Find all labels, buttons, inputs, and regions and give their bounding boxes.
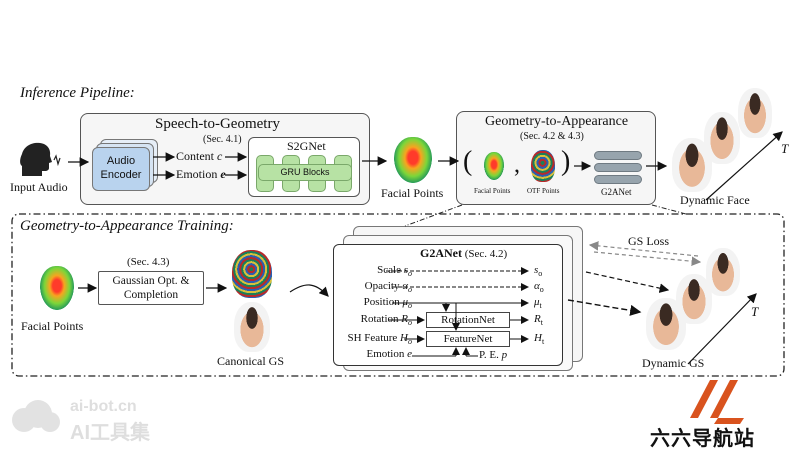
facial-points-label: Facial Points xyxy=(381,186,444,200)
otf-points-image xyxy=(531,150,555,182)
g2anet-row-input-2: Position μo xyxy=(363,296,412,311)
facial-points-small-label: Facial Points xyxy=(474,187,511,195)
audio-encoder-line2: Encoder xyxy=(100,169,142,181)
canonical-gs-face-image xyxy=(234,302,270,352)
g2anet-row-output-1: αo xyxy=(534,280,544,295)
dynamic-face-frame-3 xyxy=(738,88,772,138)
time-axis-label-inference: T xyxy=(781,141,789,156)
g2anet-slab-1 xyxy=(594,151,642,160)
sec-43-label: (Sec. 4.3) xyxy=(127,256,170,268)
sec-42-43-label: (Sec. 4.2 & 4.3) xyxy=(520,131,584,142)
s2gnet-title: S2GNet xyxy=(287,139,326,153)
training-section-frame xyxy=(11,213,785,377)
inference-pipeline-title: Inference Pipeline: xyxy=(20,85,135,101)
g2anet-row-output-2: μt xyxy=(534,296,542,311)
training-facial-points-label: Facial Points xyxy=(21,319,84,333)
link-g2a-to-training xyxy=(404,204,463,227)
link-g2a-to-training-right xyxy=(651,204,687,215)
watermark-cloud-icon xyxy=(12,400,60,432)
open-paren: ( xyxy=(463,146,473,177)
input-audio-label: Input Audio xyxy=(10,180,68,194)
arrow-g2anet-to-dynamic-gs xyxy=(567,299,642,316)
gaussian-opt-box: Gaussian Opt. & Completion xyxy=(98,271,204,305)
time-axis-training xyxy=(687,293,757,365)
otf-points-label: OTF Points xyxy=(527,187,560,195)
arrow-g2anet-to-dynamic-gs-2 xyxy=(585,271,670,293)
audio-encoder-line1: Audio xyxy=(106,155,136,167)
facial-points-face-image xyxy=(394,137,432,183)
audio-encoder-card: Audio Encoder xyxy=(92,147,150,191)
dynamic-face-label: Dynamic Face xyxy=(680,193,750,207)
g2anet-row-output-0: so xyxy=(534,264,543,279)
speech-to-geometry-title: Speech-to-Geometry xyxy=(155,116,280,132)
positional-encoding-label: P. E. p xyxy=(479,349,508,361)
featurenet-box: FeatureNet xyxy=(426,331,510,347)
speaking-head-icon xyxy=(20,142,61,176)
comma: , xyxy=(514,152,520,178)
watermark-name: AI工具集 xyxy=(70,422,150,444)
small-facial-points-image xyxy=(484,152,504,180)
gs-loss-arrow xyxy=(588,241,699,257)
g2anet-slab-2 xyxy=(594,163,642,172)
emotion-label: Emotion e xyxy=(176,167,226,181)
g2anet-row-input-5: Emotion e xyxy=(366,348,412,360)
g2anet-row-input-3: Rotation Ro xyxy=(360,313,412,328)
sec-41-label: (Sec. 4.1) xyxy=(203,134,242,145)
arrow-canonical-to-g2anet xyxy=(289,284,329,297)
gs-loss-label: GS Loss xyxy=(628,234,670,248)
time-axis-label-training: T xyxy=(751,304,759,319)
logo-text: 六六导航站 xyxy=(650,426,755,450)
training-facial-points-image xyxy=(40,266,74,310)
training-title: Geometry-to-Appearance Training: xyxy=(20,218,234,234)
dynamic-gs-frame-3 xyxy=(706,248,740,296)
gs-loss-arrow-back xyxy=(593,251,702,266)
g2anet-training-title: G2ANet (Sec. 4.2) xyxy=(420,246,508,260)
dynamic-gs-label: Dynamic GS xyxy=(642,356,705,370)
content-label: Content c xyxy=(176,149,223,163)
watermark-site: ai-bot.cn xyxy=(70,398,137,415)
g2anet-row-input-1: Opacity αo xyxy=(364,280,412,295)
geometry-to-appearance-title: Geometry-to-Appearance xyxy=(485,114,629,129)
g2anet-label-inference: G2ANet xyxy=(601,187,632,197)
time-axis-inference xyxy=(705,131,783,201)
gaussian-opt-line1: Gaussian Opt. & xyxy=(112,275,190,287)
g2anet-row-output-4: Ht xyxy=(534,332,545,347)
close-paren: ) xyxy=(561,146,571,177)
lieliu-logo-icon xyxy=(690,380,744,424)
g2anet-row-output-3: Rt xyxy=(534,313,543,328)
canonical-gs-points-image xyxy=(232,250,272,298)
gru-blocks-bar: GRU Blocks xyxy=(258,164,352,181)
g2anet-row-input-0: Scale so xyxy=(377,264,412,279)
canonical-gs-label: Canonical GS xyxy=(217,354,284,368)
g2anet-slab-3 xyxy=(594,175,642,184)
dynamic-gs-frame-1 xyxy=(646,298,686,350)
dynamic-face-frame-1 xyxy=(672,138,712,192)
gaussian-opt-line2: Completion xyxy=(123,289,179,301)
g2anet-row-input-4: SH Feature Ho xyxy=(347,332,413,347)
